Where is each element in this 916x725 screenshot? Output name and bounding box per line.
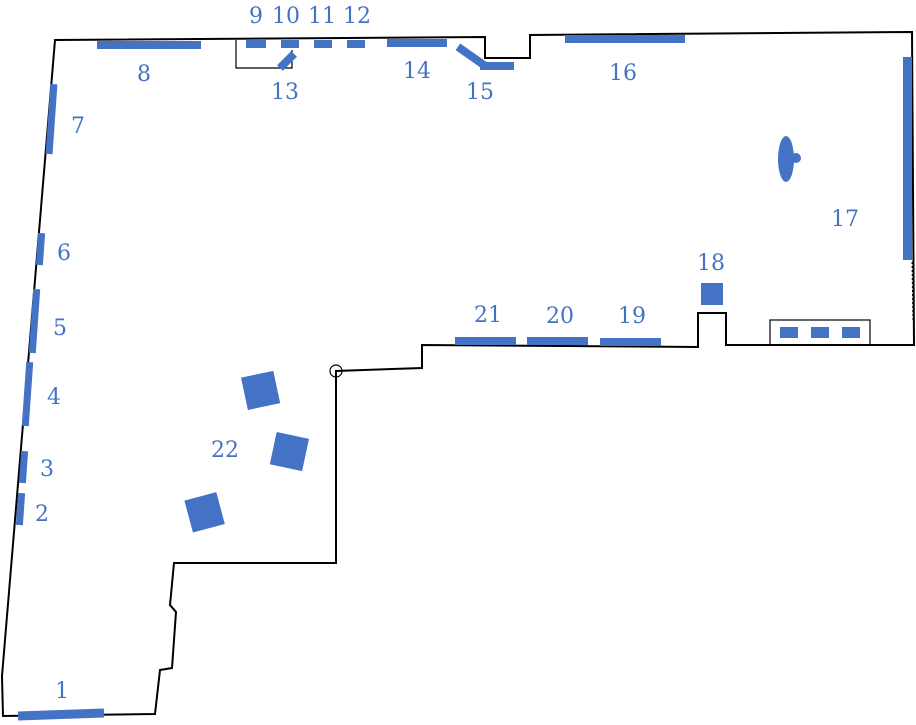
item-13 [277,51,297,71]
label-20: 20 [546,304,574,329]
label-21: 21 [474,303,502,328]
label-5: 5 [53,316,67,341]
item-15b [480,62,514,70]
label-7: 7 [71,114,85,139]
item-12 [347,40,365,48]
label-11: 11 [308,4,336,29]
item-22-square-c [184,492,225,533]
label-17: 17 [831,207,859,232]
item-20 [527,337,588,345]
label-12: 12 [343,4,371,29]
item-22-square-b [269,432,309,472]
item-14 [387,39,447,47]
item-21 [455,337,516,345]
outer-wall [0,30,916,718]
label-22: 22 [211,438,239,463]
case-item-a [780,327,798,338]
item-15a [455,43,487,69]
label-9: 9 [249,4,263,29]
label-4: 4 [47,385,61,410]
item-19 [600,338,661,346]
item-1 [17,708,105,721]
case-item-c [842,327,860,338]
label-8: 8 [137,62,151,87]
item-8 [97,41,201,49]
label-18: 18 [697,251,725,276]
item-3 [18,450,29,484]
item-4 [21,361,34,427]
item-17 [903,57,912,260]
case-item-b [811,327,829,338]
label-14: 14 [403,59,431,84]
item-16 [565,35,685,43]
item-10 [281,40,299,48]
label-1: 1 [55,679,69,704]
item-6 [35,232,46,266]
item-9 [246,40,266,48]
item-18 [701,283,723,305]
speaker-object [778,136,794,182]
label-2: 2 [35,502,49,527]
label-10: 10 [272,4,300,29]
label-6: 6 [57,241,71,266]
display-case-outline [769,319,871,346]
label-15: 15 [466,80,494,105]
speaker-object-knob [791,153,801,163]
item-7 [45,83,58,155]
label-3: 3 [40,457,54,482]
door-marker [329,364,343,378]
item-5 [28,288,41,354]
label-19: 19 [618,304,646,329]
item-11 [314,40,332,48]
label-13: 13 [271,80,299,105]
item-22-square-a [241,370,281,410]
item-2 [15,492,26,526]
label-16: 16 [609,61,637,86]
